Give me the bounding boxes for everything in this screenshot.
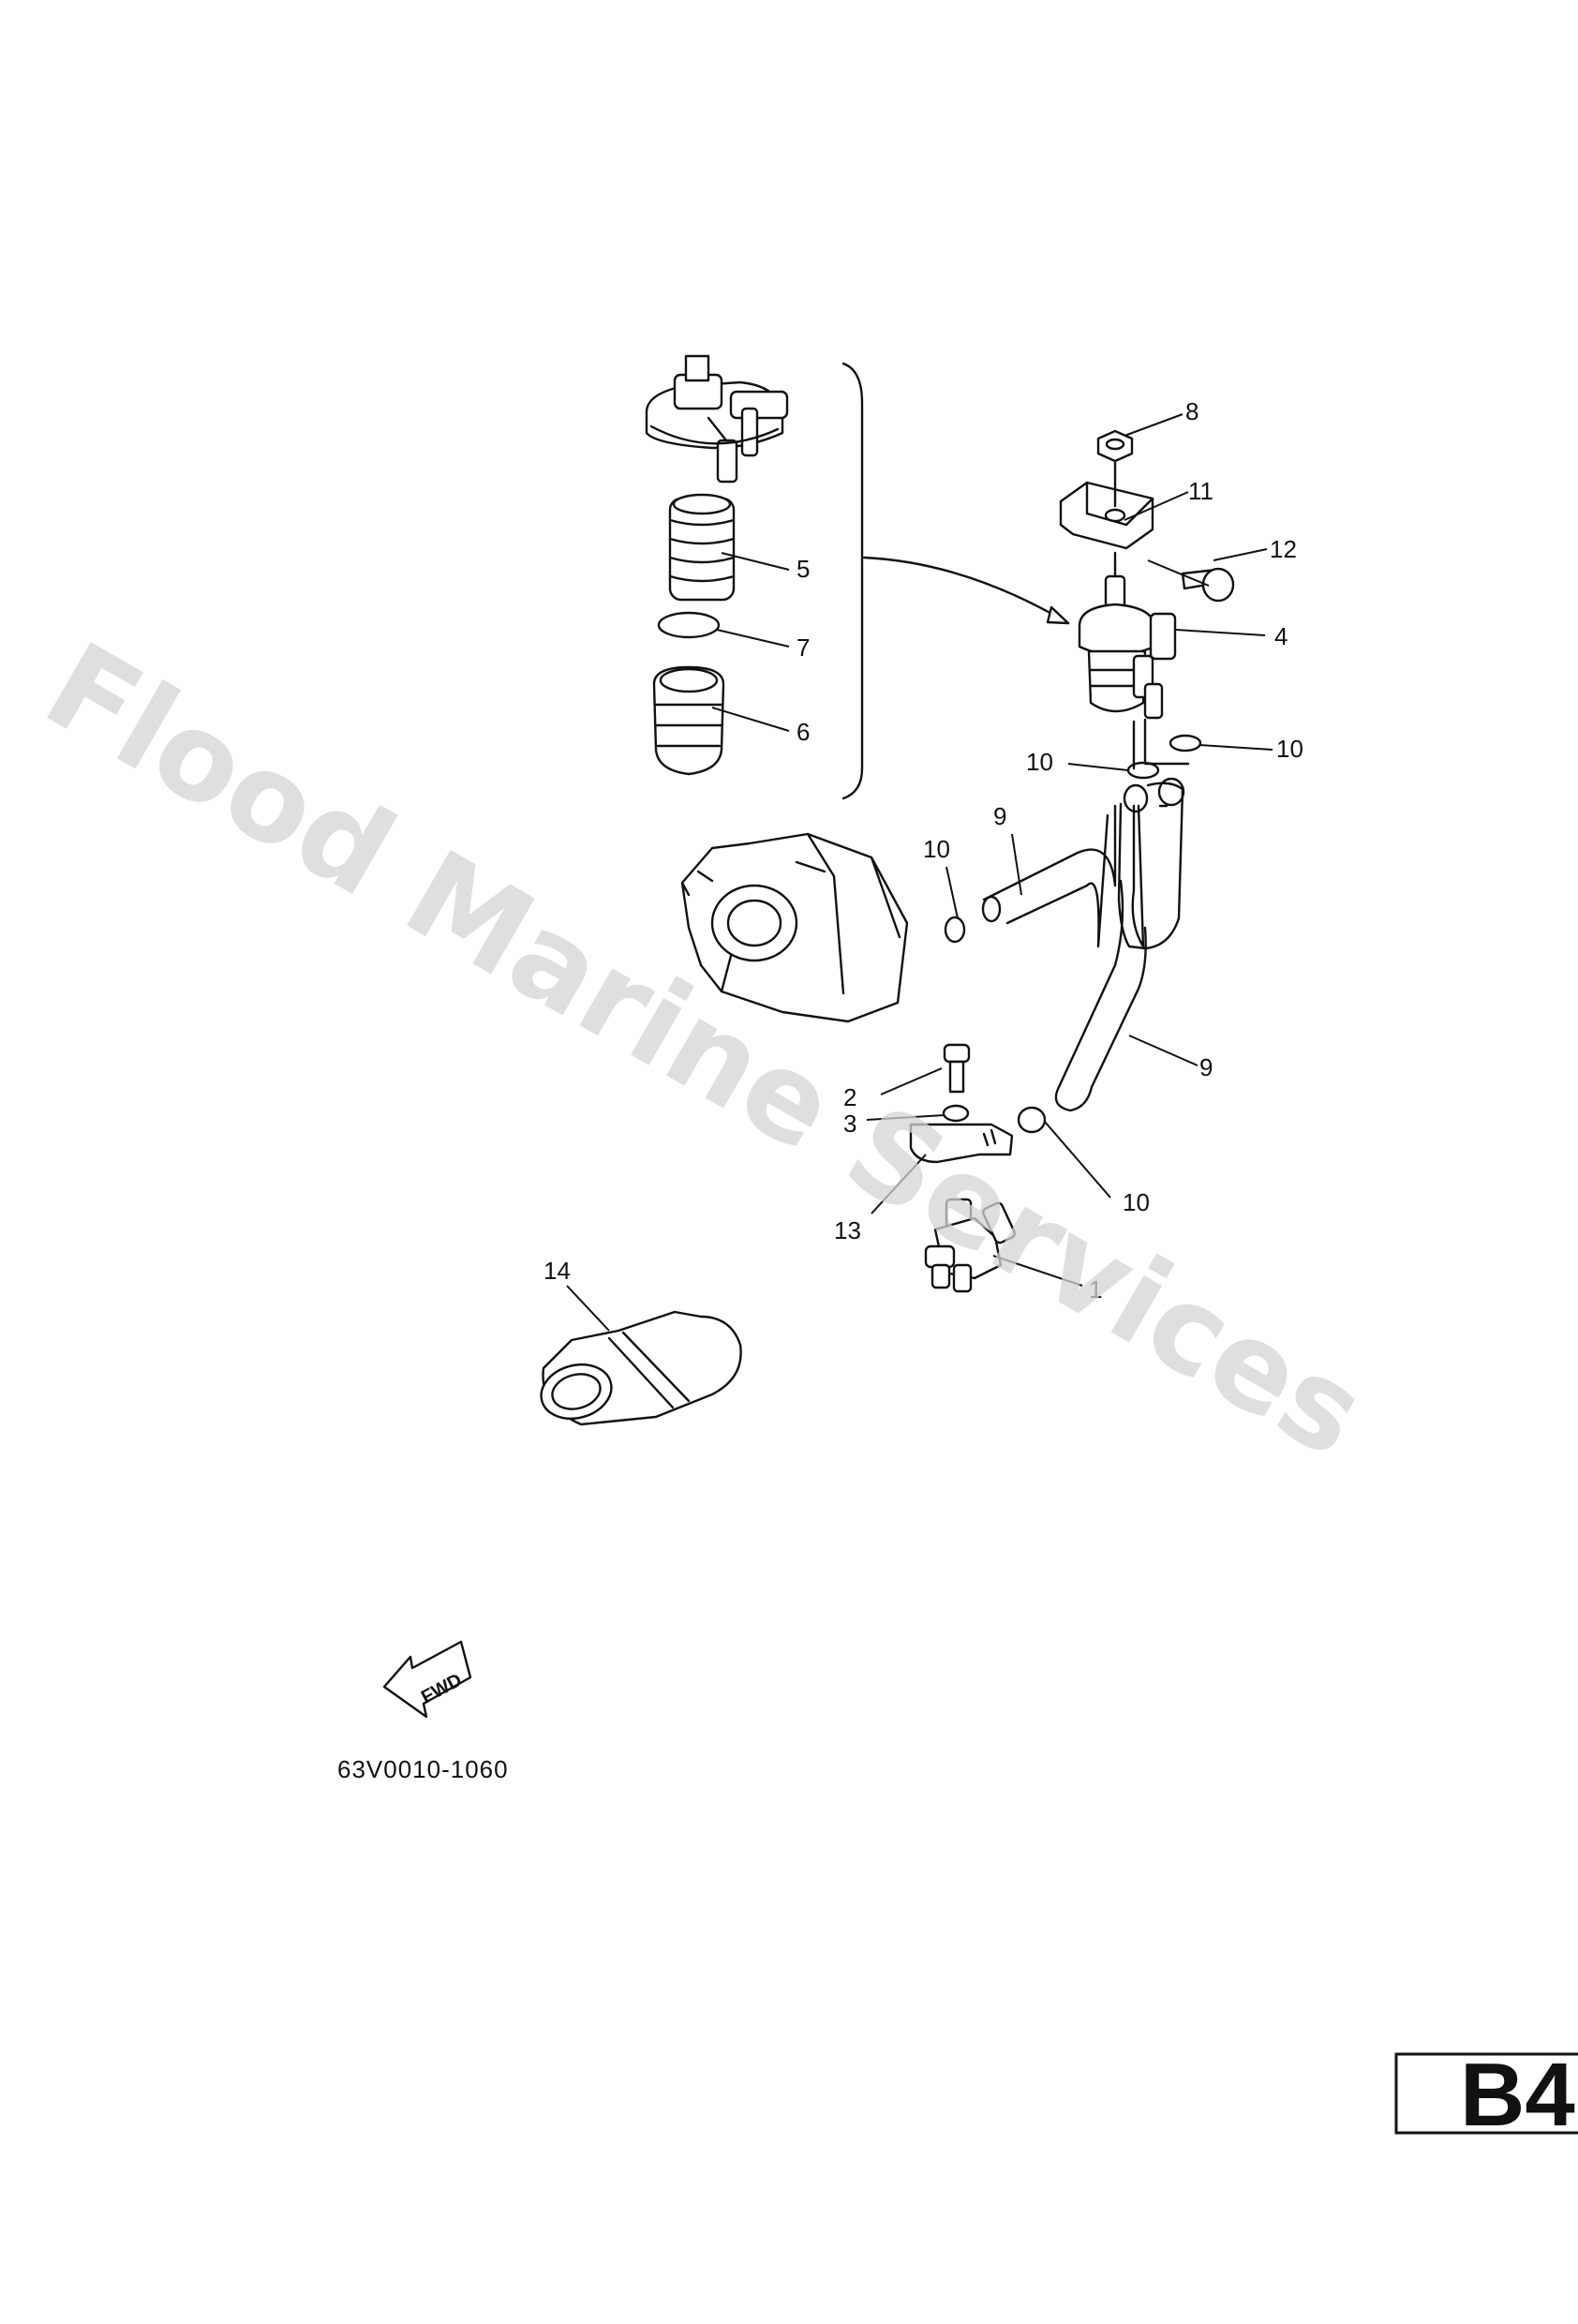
bolt-illustration <box>1181 567 1235 603</box>
callout-2: 2 <box>843 1083 856 1111</box>
diagram-code: 63V0010-1060 <box>337 1755 509 1783</box>
callout-1: 1 <box>1089 1275 1102 1304</box>
fuel-hose-illustration <box>981 777 1185 1112</box>
callout-11: 11 <box>1188 477 1213 505</box>
callout-labels: 5 7 6 8 11 12 4 10 10 9 10 9 2 3 10 13 1… <box>543 397 1303 1304</box>
plate-illustration <box>909 1123 1014 1164</box>
callout-leaders <box>566 413 1273 1332</box>
filter-cap-illustration <box>645 354 789 484</box>
callout-14: 14 <box>543 1257 571 1285</box>
callout-4: 4 <box>1274 622 1288 650</box>
callout-12: 12 <box>1270 535 1297 563</box>
fwd-arrow-icon: FWD <box>382 1640 472 1719</box>
callout-10-upper-right: 10 <box>1276 735 1303 763</box>
filter-element-illustration <box>668 493 736 602</box>
nut-illustration <box>1096 429 1134 463</box>
carburetor-illustration <box>680 832 909 1023</box>
page-code-box: B4 <box>1394 2045 1578 2145</box>
callout-7: 7 <box>796 633 810 662</box>
filter-bracket-illustration <box>1059 461 1154 588</box>
screw-illustration <box>943 1043 971 1094</box>
fuel-pump-illustration <box>924 1198 1016 1293</box>
callout-10-middle: 10 <box>923 835 950 863</box>
callout-8: 8 <box>1185 397 1198 425</box>
callout-9-lower: 9 <box>1199 1053 1213 1081</box>
o-ring-illustration <box>657 611 721 639</box>
callout-6: 6 <box>796 718 810 746</box>
callout-10-lower: 10 <box>1123 1188 1150 1216</box>
callout-9-upper: 9 <box>993 802 1006 830</box>
callout-10-upper-left: 10 <box>1026 748 1053 776</box>
callout-13: 13 <box>834 1216 861 1244</box>
fuel-filter-illustration <box>1078 574 1190 770</box>
callout-5: 5 <box>796 555 810 583</box>
intake-silencer-illustration <box>540 1310 742 1426</box>
callout-3: 3 <box>843 1110 856 1138</box>
page-code: B4 <box>1460 2045 1575 2145</box>
filter-cup-illustration <box>652 665 725 776</box>
clip-illustrations <box>944 734 1202 1134</box>
washer-illustration <box>942 1104 970 1123</box>
assembly-bracket <box>841 362 1070 800</box>
